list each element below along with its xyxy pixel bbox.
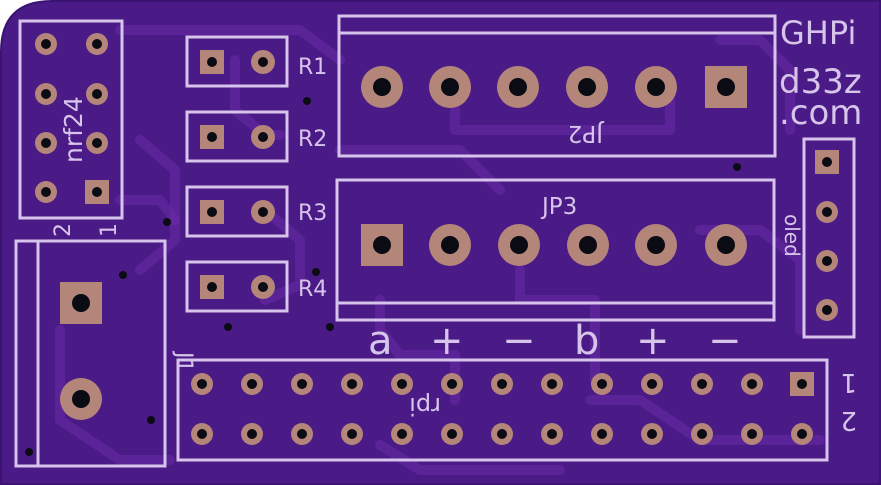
nrf24-pads [35,33,109,204]
board-url-line2: .com [779,93,862,133]
nrf24-header: nrf24 2 1 [18,19,124,237]
jp3-pin-minus-1: − [502,318,536,364]
jp3-pin-a: a [368,318,393,364]
jp3-pin-minus-2: − [708,318,742,364]
jp2-label: JP2 [568,120,605,146]
r2-label: R2 [298,127,327,152]
r3-label: R3 [298,201,327,226]
nrf24-pin2-label: 2 [51,223,76,237]
jp3-pads [361,224,747,266]
jp3-pin-plus-2: + [636,318,670,364]
power-connector [14,239,167,468]
resistor-r1: R1 [185,35,327,88]
vias [25,97,741,456]
rpi-pads-top [191,372,814,396]
rpi-header: J1 rpi 1 2 [171,350,857,462]
rpi-label: rpi [409,392,441,420]
resistor-r2: R2 [185,110,327,163]
resistor-r3: R3 [185,185,327,238]
board-url-line1: d33z [779,62,862,102]
rpi-pin1-label: 1 [840,367,857,397]
jp3-pin-b: b [574,318,599,364]
jp3-pin-plus-1: + [430,318,464,364]
jp3-pin-labels: a + − b + − [368,318,742,364]
jp2-pads [361,66,747,108]
jp3-terminal: JP3 a + − b + − [335,178,776,364]
nrf24-label: nrf24 [59,96,88,163]
oled-label: oled [780,214,804,257]
jp3-label: JP3 [540,194,577,220]
rpi-pads-bottom [191,423,813,445]
jp2-terminal: JP2 [337,14,777,158]
board-title: GHPi [780,14,856,52]
oled-header: oled [780,137,856,339]
r4-label: R4 [298,277,327,302]
j1-label: J1 [171,350,196,373]
rpi-pin2-label: 2 [840,405,857,435]
nrf24-pin1-label: 1 [97,223,122,237]
r1-label: R1 [298,55,327,80]
resistor-r4: R4 [185,260,327,313]
